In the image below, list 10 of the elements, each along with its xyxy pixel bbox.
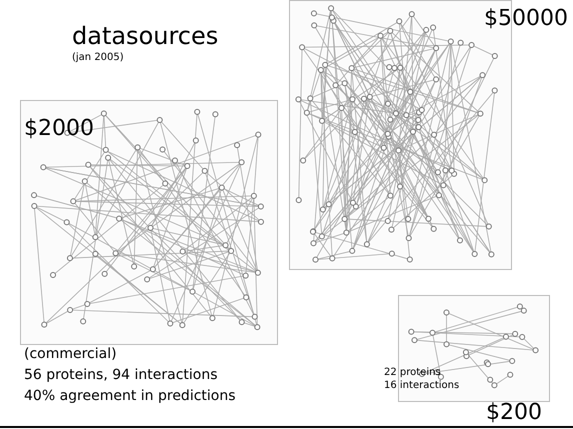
source-note: (commercial) xyxy=(24,346,117,362)
price-label: $2000 xyxy=(24,116,94,141)
price-label: $50000 xyxy=(484,6,568,31)
slide-title: datasources xyxy=(72,22,218,50)
date-note: (jan 2005) xyxy=(72,52,124,63)
stats-text: 56 proteins, 94 interactions xyxy=(24,367,218,383)
stats-text: 40% agreement in predictions xyxy=(24,388,236,404)
stats-text: 22 proteins xyxy=(384,367,441,378)
price-label: $200 xyxy=(486,400,542,425)
stats-text: 16 interactions xyxy=(384,380,460,391)
